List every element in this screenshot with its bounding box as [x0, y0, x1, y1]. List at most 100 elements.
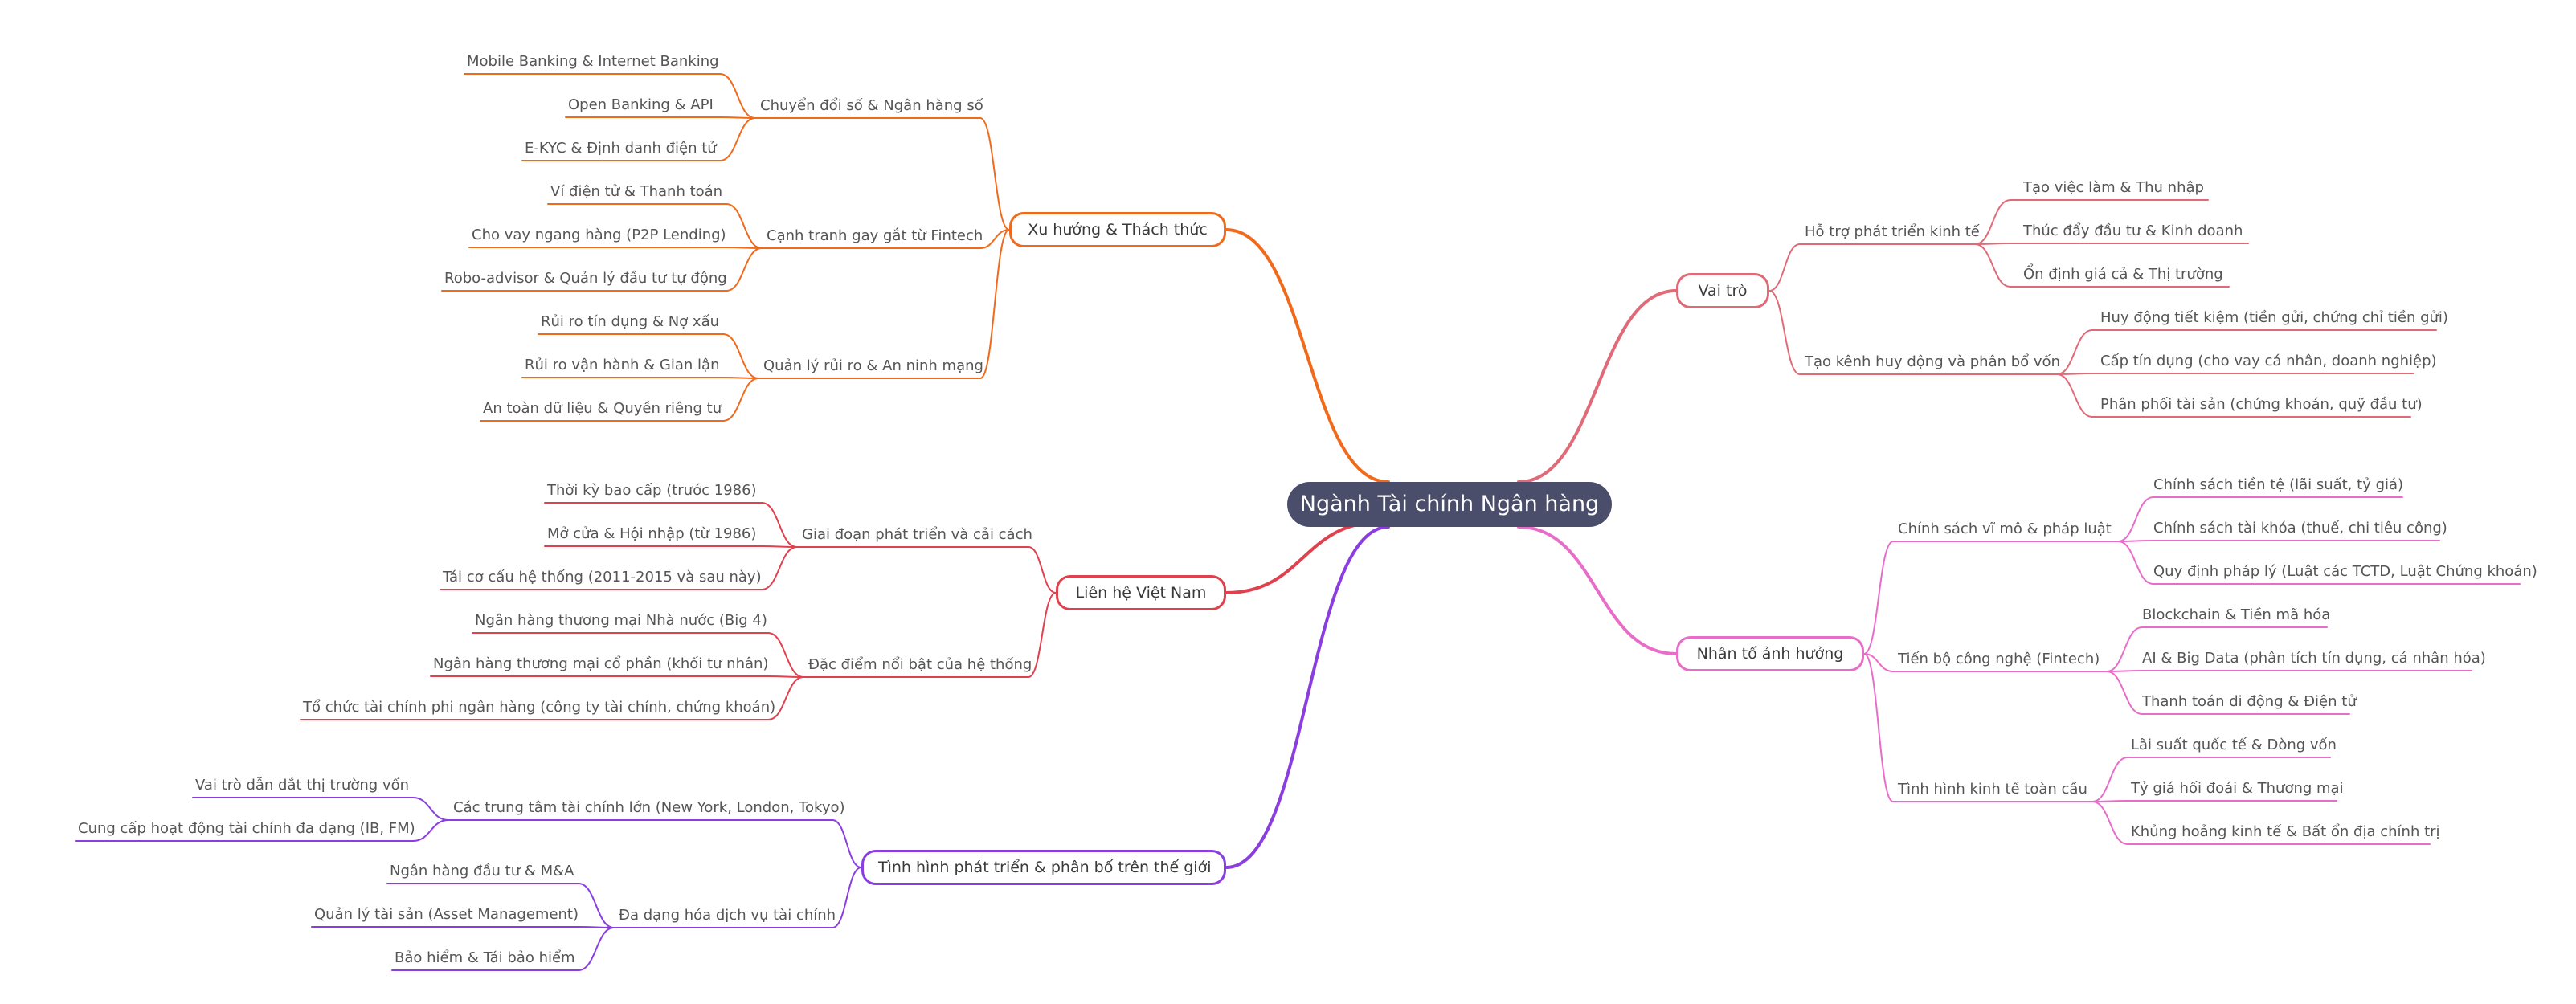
connector-45 [979, 117, 1010, 231]
group-quan-ly-rui-ro[interactable]: Quản lý rủi ro & An ninh mạng [763, 357, 983, 374]
item-tao-viec-lam[interactable]: Tạo việc làm & Thu nhập [2023, 179, 2204, 196]
connector-61 [979, 229, 1010, 379]
item-mo-cua-hoi-nhap[interactable]: Mở cửa & Hội nhập (từ 1986) [547, 525, 757, 542]
item-blockchain[interactable]: Blockchain & Tiền mã hóa [2142, 606, 2331, 623]
connector-55 [726, 203, 763, 249]
connector-39 [2091, 757, 2128, 802]
item-rui-ro-tin-dung[interactable]: Rủi ro tín dụng & Nợ xấu [541, 313, 720, 330]
connector-87 [412, 797, 449, 821]
group-giai-doan-phat-trien[interactable]: Giai đoạn phát triển và cải cách [802, 526, 1032, 543]
item-khung-hoang-kinh-te[interactable]: Khủng hoảng kinh tế & Bất ổn địa chính t… [2131, 823, 2440, 840]
connector-37 [1863, 653, 1894, 802]
connector-9 [1974, 243, 2011, 245]
connector-71 [761, 502, 798, 548]
item-nhtm-co-phan[interactable]: Ngân hàng thương mại cổ phần (khối tư nh… [433, 655, 769, 672]
branch-tinh-hinh-the-gioi[interactable]: Tình hình phát triển & phân bố trên thế … [861, 850, 1226, 885]
connector-83 [767, 676, 804, 720]
group-ho-tro-phat-trien[interactable]: Hỗ trợ phát triển kinh tế [1805, 223, 1980, 240]
connector-81 [767, 675, 804, 678]
connector-97 [578, 927, 615, 971]
connector-75 [761, 546, 798, 590]
item-tai-co-cau[interactable]: Tái cơ cấu hệ thống (2011-2015 và sau nà… [443, 569, 762, 586]
connector-21 [1863, 541, 1894, 655]
item-cap-tin-dung[interactable]: Cấp tín dụng (cho vay cá nhân, doanh ngh… [2100, 353, 2437, 369]
connector-85 [832, 819, 862, 868]
connector-5 [1768, 243, 1801, 292]
branch-lien-he-viet-nam[interactable]: Liên hệ Việt Nam [1056, 575, 1226, 610]
group-dac-diem-noi-bat[interactable]: Đặc điểm nổi bật của hệ thống [808, 656, 1032, 673]
branch-vai-tro[interactable]: Vai trò [1676, 273, 1769, 308]
connector-13 [1768, 290, 1801, 375]
connector-89 [412, 819, 449, 842]
connector-35 [2106, 671, 2143, 715]
item-cung-cap-hoat-dong[interactable]: Cung cấp hoạt động tài chính đa dạng (IB… [78, 820, 415, 837]
item-lai-suat-quoc-te[interactable]: Lãi suất quốc tế & Dòng vốn [2131, 737, 2337, 753]
group-canh-tranh-fintech[interactable]: Cạnh tranh gay gắt từ Fintech [767, 227, 983, 244]
branch-xu-huong-thach-thuc[interactable]: Xu hướng & Thách thức [1009, 212, 1226, 247]
item-open-banking[interactable]: Open Banking & API [568, 96, 714, 113]
group-tao-kenh-huy-dong[interactable]: Tạo kênh huy động và phân bổ vốn [1805, 353, 2060, 370]
item-on-dinh-gia-ca[interactable]: Ổn định giá cả & Thị trường [2023, 266, 2223, 283]
connector-27 [2117, 541, 2154, 585]
item-ngan-hang-dau-tu[interactable]: Ngân hàng đầu tư & M&A [390, 863, 574, 880]
connector-93 [578, 883, 615, 928]
connector-29 [1863, 653, 1894, 672]
group-chuyen-doi-so[interactable]: Chuyển đổi số & Ngân hàng số [760, 97, 983, 114]
connector-0 [1517, 289, 1678, 484]
connector-41 [2091, 800, 2128, 802]
item-quy-dinh-phap-ly[interactable]: Quy định pháp lý (Luật các TCTD, Luật Ch… [2153, 563, 2537, 580]
item-huy-dong-tiet-kiem[interactable]: Huy động tiết kiệm (tiền gửi, chứng chỉ … [2100, 309, 2448, 326]
connector-59 [726, 247, 763, 292]
item-big-4[interactable]: Ngân hàng thương mại Nhà nước (Big 4) [475, 612, 767, 629]
connector-7 [1974, 199, 2011, 245]
item-robo-advisor[interactable]: Robo-advisor & Quản lý đầu tư tự động [444, 270, 727, 287]
connector-91 [832, 867, 862, 928]
connector-73 [761, 545, 798, 548]
connector-95 [578, 926, 615, 928]
item-thoi-ky-bao-cap[interactable]: Thời kỳ bao cấp (trước 1986) [547, 482, 757, 499]
connector-11 [1974, 243, 2011, 288]
connector-47 [719, 73, 756, 119]
group-chinh-sach-vi-mo[interactable]: Chính sách vĩ mô & pháp luật [1898, 520, 2112, 537]
group-da-dang-hoa[interactable]: Đa dạng hóa dịch vụ tài chính [619, 907, 836, 924]
item-thuc-day-dau-tu[interactable]: Thúc đẩy đầu tư & Kinh doanh [2023, 222, 2243, 239]
group-trung-tam-tai-chinh[interactable]: Các trung tâm tài chính lớn (New York, L… [453, 799, 845, 816]
connector-53 [979, 229, 1010, 249]
connector-2 [1225, 228, 1390, 484]
item-thanh-toan-di-dong[interactable]: Thanh toán di động & Điện tử [2142, 693, 2357, 710]
connector-3 [1225, 520, 1382, 594]
connector-19 [2056, 373, 2093, 418]
group-tien-bo-cong-nghe[interactable]: Tiến bộ công nghệ (Fintech) [1898, 651, 2100, 667]
connector-69 [1028, 546, 1057, 594]
connector-57 [726, 247, 763, 249]
connector-63 [722, 333, 759, 379]
item-vi-dien-tu[interactable]: Ví điện tử & Thanh toán [550, 183, 723, 200]
item-bao-hiem[interactable]: Bảo hiểm & Tái bảo hiểm [395, 949, 575, 966]
item-ty-gia-hoi-doai[interactable]: Tỷ giá hối đoái & Thương mại [2131, 780, 2344, 797]
item-ekyc[interactable]: E-KYC & Định danh điện tử [525, 140, 717, 157]
item-mobile-banking[interactable]: Mobile Banking & Internet Banking [467, 53, 719, 70]
item-chinh-sach-tien-te[interactable]: Chính sách tiền tệ (lãi suất, tỷ giá) [2153, 476, 2404, 493]
root-node[interactable]: Ngành Tài chính Ngân hàng [1287, 482, 1612, 527]
item-to-chuc-phi-ngan-hang[interactable]: Tổ chức tài chính phi ngân hàng (công ty… [303, 699, 776, 716]
item-chinh-sach-tai-khoa[interactable]: Chính sách tài khóa (thuế, chi tiêu công… [2153, 520, 2447, 537]
item-quan-ly-tai-san[interactable]: Quản lý tài sản (Asset Management) [314, 906, 579, 923]
item-p2p-lending[interactable]: Cho vay ngang hàng (P2P Lending) [472, 227, 726, 243]
connector-4 [1225, 525, 1390, 869]
connector-15 [2056, 329, 2093, 375]
connector-51 [719, 117, 756, 161]
connector-79 [767, 632, 804, 678]
item-an-toan-du-lieu[interactable]: An toàn dữ liệu & Quyền riêng tư [483, 400, 722, 417]
item-ai-big-data[interactable]: AI & Big Data (phân tích tín dụng, cá nh… [2142, 650, 2486, 667]
item-vai-tro-dan-dat[interactable]: Vai trò dẫn dắt thị trường vốn [195, 777, 409, 794]
item-phan-phoi-tai-san[interactable]: Phân phối tài sản (chứng khoán, quỹ đầu … [2100, 396, 2423, 413]
connector-67 [722, 378, 759, 422]
item-rui-ro-van-hanh[interactable]: Rủi ro vận hành & Gian lận [525, 357, 720, 373]
connector-17 [2056, 373, 2093, 375]
connector-77 [1028, 592, 1057, 678]
group-kinh-te-toan-cau[interactable]: Tình hình kinh tế toàn cầu [1898, 781, 2087, 798]
connector-23 [2117, 496, 2154, 542]
branch-nhan-to-anh-huong[interactable]: Nhân tố ảnh hưởng [1676, 636, 1864, 671]
